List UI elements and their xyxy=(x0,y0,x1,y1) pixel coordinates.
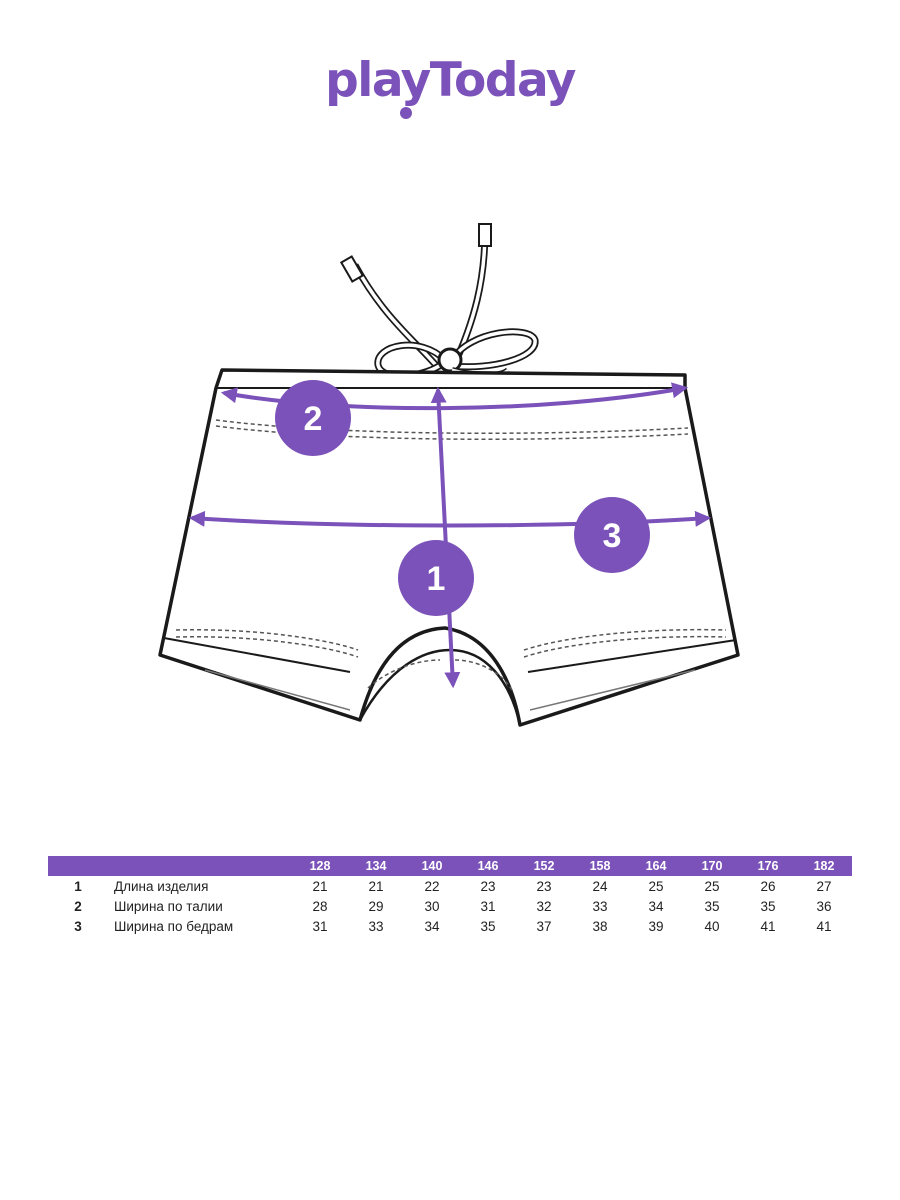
size-header-cell: 164 xyxy=(628,856,684,876)
row-number: 1 xyxy=(74,878,82,894)
table-cell: 38 xyxy=(592,918,608,934)
size-header-cell: 140 xyxy=(404,856,460,876)
table-cell: 21 xyxy=(312,878,328,894)
garment-diagram: 2 3 1 xyxy=(140,210,760,750)
marker-2-label: 2 xyxy=(304,400,323,438)
size-header-cell: 182 xyxy=(796,856,852,876)
table-cell: 22 xyxy=(424,878,440,894)
table-cell: 33 xyxy=(368,918,384,934)
logo-svg: playToday xyxy=(325,53,577,119)
drawstring-icon xyxy=(339,223,539,380)
table-cell: 39 xyxy=(648,918,664,934)
table-cell: 41 xyxy=(816,918,832,934)
table-cell: 35 xyxy=(480,918,496,934)
table-cell: 41 xyxy=(760,918,776,934)
table-cell: 32 xyxy=(536,898,552,914)
marker-3-label: 3 xyxy=(603,517,622,555)
marker-1-label: 1 xyxy=(427,560,446,598)
size-header-row: 128 134 140 146 152 158 164 170 176 182 xyxy=(48,856,852,876)
table-cell: 35 xyxy=(760,898,776,914)
table-cell: 40 xyxy=(704,918,720,934)
table-cell: 24 xyxy=(592,878,608,894)
logo-text: playToday xyxy=(325,53,576,108)
header-empty xyxy=(48,856,108,876)
logo-dot-icon xyxy=(400,107,412,119)
size-header-cell: 152 xyxy=(516,856,572,876)
row-number: 2 xyxy=(74,898,82,914)
size-header-cell: 170 xyxy=(684,856,740,876)
table-cell: 31 xyxy=(312,918,328,934)
table-cell: 36 xyxy=(816,898,832,914)
size-table: 128 134 140 146 152 158 164 170 176 182 … xyxy=(48,856,852,936)
row-label: Длина изделия xyxy=(114,878,209,894)
size-header-cell: 128 xyxy=(292,856,348,876)
table-cell: 35 xyxy=(704,898,720,914)
table-cell: 25 xyxy=(704,878,720,894)
marker-1: 1 xyxy=(398,540,474,616)
length-arrow-icon xyxy=(430,386,461,689)
marker-2: 2 xyxy=(275,380,351,456)
table-cell: 23 xyxy=(480,878,496,894)
size-header-cell: 134 xyxy=(348,856,404,876)
row-label: Ширина по талии xyxy=(114,898,223,914)
table-cell: 28 xyxy=(312,898,328,914)
table-cell: 21 xyxy=(368,878,384,894)
table-row: 2 Ширина по талии 28 29 30 31 32 33 34 3… xyxy=(48,896,852,916)
table-cell: 27 xyxy=(816,878,832,894)
table-row: 1 Длина изделия 21 21 22 23 23 24 25 25 … xyxy=(48,876,852,896)
marker-3: 3 xyxy=(574,497,650,573)
table-cell: 30 xyxy=(424,898,440,914)
table-cell: 34 xyxy=(424,918,440,934)
row-label: Ширина по бедрам xyxy=(114,918,234,934)
table-cell: 31 xyxy=(480,898,496,914)
size-header-cell: 176 xyxy=(740,856,796,876)
table-cell: 33 xyxy=(592,898,608,914)
size-header-cell: 146 xyxy=(460,856,516,876)
table-cell: 23 xyxy=(536,878,552,894)
table-cell: 37 xyxy=(536,918,552,934)
row-number: 3 xyxy=(74,918,82,934)
table-cell: 34 xyxy=(648,898,664,914)
table-cell: 25 xyxy=(648,878,664,894)
brand-logo: playToday xyxy=(0,52,900,132)
table-cell: 29 xyxy=(368,898,384,914)
header-empty xyxy=(108,856,292,876)
table-cell: 26 xyxy=(760,878,776,894)
size-header-cell: 158 xyxy=(572,856,628,876)
swim-trunks-icon: 2 3 1 xyxy=(158,223,740,727)
table-row: 3 Ширина по бедрам 31 33 34 35 37 38 39 … xyxy=(48,916,852,936)
